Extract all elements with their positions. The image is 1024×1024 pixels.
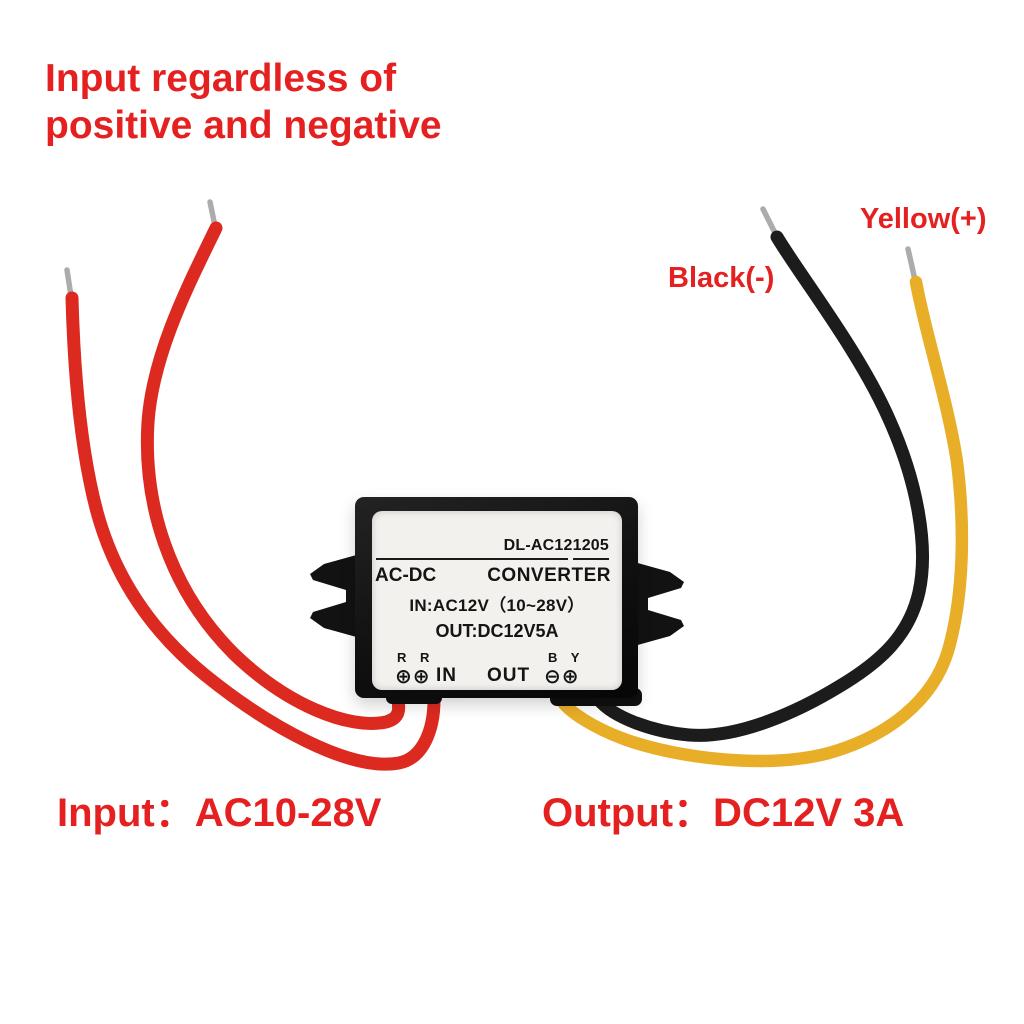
left-mounting-ear bbox=[310, 554, 360, 638]
output-polarity-icons: ⊖⊕ bbox=[544, 664, 580, 688]
input-wire-codes: R R bbox=[397, 650, 435, 665]
yellow-wire-annotation: Yellow(+) bbox=[860, 203, 987, 235]
red-input-wire-1 bbox=[140, 221, 406, 730]
device-type-converter: CONVERTER bbox=[487, 565, 611, 586]
converter-module: DL-AC121205 AC-DC CONVERTER IN:AC12V（10~… bbox=[355, 497, 638, 698]
model-number: DL-AC121205 bbox=[503, 537, 609, 554]
heading-note: Input regardless of positive and negativ… bbox=[45, 55, 442, 149]
black-wire-tip bbox=[760, 206, 779, 238]
input-rating-text: IN:AC12V（10~28V） bbox=[409, 596, 585, 615]
label-divider-line bbox=[376, 558, 568, 560]
device-type-acdc: AC-DC bbox=[375, 565, 437, 586]
output-terminal-label: OUT bbox=[487, 665, 531, 686]
output-wire-codes: B Y bbox=[548, 650, 585, 665]
red-input-wire-2 bbox=[65, 291, 441, 771]
red-wire-2-tip bbox=[64, 267, 74, 299]
black-output-negative-wire bbox=[592, 230, 929, 742]
black-wire-annotation: Black(-) bbox=[668, 262, 775, 294]
heading-line-1: Input regardless of bbox=[45, 57, 397, 100]
yellow-wire-tip bbox=[905, 246, 918, 283]
input-polarity-icons: ⊕⊕ bbox=[395, 664, 431, 688]
label-divider-line-short bbox=[573, 558, 609, 560]
yellow-output-positive-wire bbox=[554, 275, 969, 768]
device-label-sticker: DL-AC121205 AC-DC CONVERTER IN:AC12V（10~… bbox=[372, 511, 622, 690]
output-rating-text: OUT:DC12V5A bbox=[435, 621, 559, 641]
output-spec-text: Output：DC12V 3A bbox=[542, 791, 905, 835]
heading-line-2: positive and negative bbox=[45, 104, 442, 147]
input-spec-text: Input：AC10-28V bbox=[57, 791, 382, 835]
input-terminal-label: IN bbox=[436, 665, 457, 686]
right-mounting-ear bbox=[634, 562, 684, 646]
